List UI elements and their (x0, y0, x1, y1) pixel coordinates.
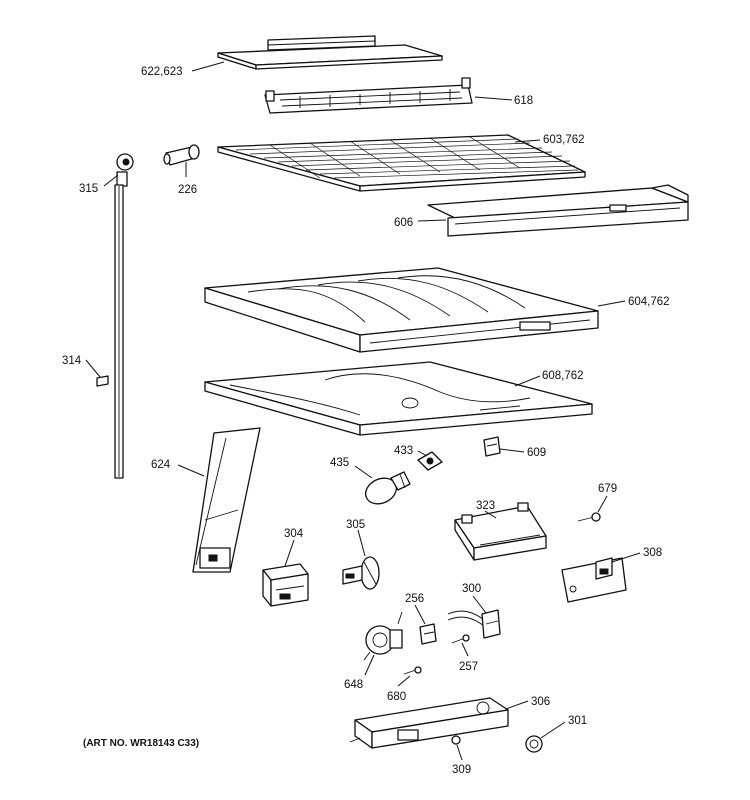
callout-606: 606 (394, 217, 413, 229)
part-624-panel (192, 427, 261, 573)
callout-314: 314 (62, 355, 82, 367)
leader-315 (103, 174, 119, 187)
part-304-block (262, 563, 309, 607)
part-608-762-cover (204, 361, 593, 436)
leader-300 (472, 595, 487, 614)
part-606-drawer-front (427, 184, 689, 237)
art-number: (ART NO. WR18143 C33) (83, 738, 199, 749)
leader-435 (354, 465, 373, 479)
leader-648 (364, 654, 375, 676)
leader-618 (474, 96, 513, 101)
leader-256 (414, 604, 426, 625)
leader-624 (177, 464, 205, 477)
callout-604-762: 604,762 (628, 296, 670, 308)
leader-301 (540, 721, 566, 739)
part-306-housing (349, 697, 509, 749)
part-622-623-cover (217, 35, 443, 70)
callout-315: 315 (79, 183, 98, 195)
part-226-knob (163, 144, 200, 166)
part-618-bracket (264, 77, 473, 114)
callout-680: 680 (387, 691, 406, 703)
leader-306 (505, 700, 529, 710)
part-314-clip (96, 375, 109, 387)
leader-305 (357, 529, 366, 557)
callout-256: 256 (405, 593, 424, 605)
part-603-762-shelf (217, 134, 586, 192)
leader-622 (191, 61, 225, 72)
leader-308 (611, 552, 641, 563)
part-309-plug (451, 735, 461, 745)
part-308-plate (561, 557, 627, 603)
callout-300: 300 (462, 583, 481, 595)
callout-308: 308 (643, 547, 662, 559)
callout-624: 624 (151, 459, 171, 471)
part-305-control (342, 556, 380, 590)
callout-622-623: 622,623 (141, 66, 183, 78)
leader-309 (456, 744, 463, 761)
callout-323: 323 (476, 500, 495, 512)
callout-603-762: 603,762 (543, 134, 585, 146)
callout-435: 435 (330, 457, 349, 469)
part-648-motor (363, 611, 403, 661)
callout-305: 305 (346, 519, 365, 531)
leader-680 (397, 675, 411, 687)
part-315-damper-control (114, 153, 134, 479)
part-609-connector (483, 436, 501, 457)
part-256-switch (419, 623, 437, 645)
callout-304: 304 (284, 528, 304, 540)
part-604-762-shelf (204, 267, 599, 353)
part-433-socket (417, 451, 443, 471)
part-257-screw (451, 634, 470, 644)
callout-309: 309 (452, 764, 471, 776)
leader-433 (417, 450, 428, 457)
leader-304 (284, 539, 295, 567)
callout-226: 226 (178, 184, 197, 196)
callout-301: 301 (568, 715, 587, 727)
callout-679: 679 (598, 483, 617, 495)
leader-257 (461, 642, 469, 657)
leader-603 (514, 139, 541, 143)
leader-604 (597, 300, 626, 307)
callout-257: 257 (459, 661, 478, 673)
part-679-screw (577, 512, 601, 522)
leader-608 (514, 375, 541, 387)
leader-606 (417, 219, 447, 222)
leader-323 (484, 510, 497, 519)
callout-306: 306 (531, 696, 550, 708)
callout-433: 433 (394, 445, 413, 457)
callout-608-762: 608,762 (542, 370, 584, 382)
leader-609 (499, 448, 525, 453)
part-300-sensor (447, 609, 501, 639)
callout-609: 609 (527, 447, 546, 459)
part-435-bulb (364, 471, 411, 505)
leader-679 (597, 495, 608, 513)
callout-618: 618 (514, 95, 533, 107)
callout-648: 648 (344, 679, 363, 691)
part-680-screw (403, 666, 422, 675)
part-301-knob (525, 735, 543, 753)
leader-314 (85, 359, 101, 378)
part-323-housing (454, 502, 547, 561)
